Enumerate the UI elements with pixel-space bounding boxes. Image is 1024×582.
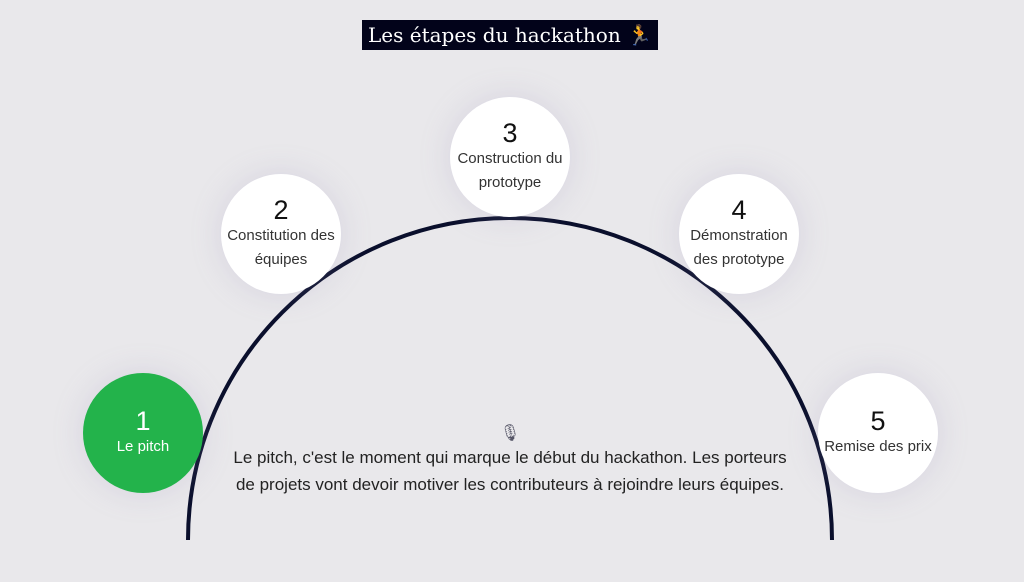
step-1-le-pitch[interactable]: 1 Le pitch [83, 373, 203, 493]
description-text: Le pitch, c'est le moment qui marque le … [233, 448, 787, 494]
step-description: 🎙 Le pitch, c'est le moment qui marque l… [230, 424, 790, 498]
step-3-construction[interactable]: 3 Construction du prototype [450, 97, 570, 217]
step-5-remise-des-prix[interactable]: 5 Remise des prix [818, 373, 938, 493]
step-number: 1 [135, 406, 151, 436]
microphone-icon: 🎙 [499, 425, 521, 442]
step-number: 3 [502, 118, 518, 148]
step-number: 4 [731, 195, 747, 225]
step-label: Remise des prix [824, 438, 932, 455]
step-label: Construction du prototype [457, 150, 563, 191]
step-4-demonstration[interactable]: 4 Démonstration des prototype [679, 174, 799, 294]
step-number: 5 [870, 406, 886, 436]
step-2-constitution[interactable]: 2 Constitution des équipes [221, 174, 341, 294]
step-label: Le pitch [116, 438, 170, 455]
step-label: Démonstration des prototype [690, 227, 788, 268]
step-label: Constitution des équipes [227, 227, 335, 268]
step-number: 2 [273, 195, 289, 225]
page-title: Les étapes du hackathon 🏃 [362, 20, 658, 50]
